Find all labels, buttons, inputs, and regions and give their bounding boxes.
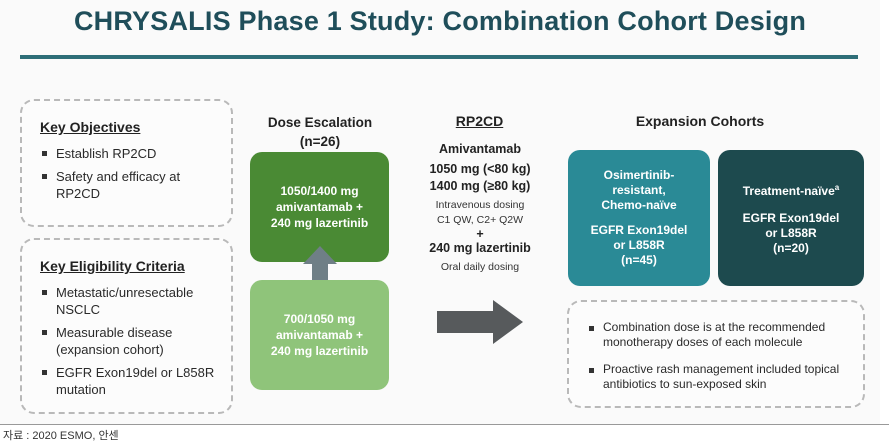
list-item: Metastatic/unresectable NSCLC (40, 284, 221, 318)
rp2cd-drug2: 240 mg lazertinib (429, 241, 531, 255)
plus-sign: + (476, 227, 484, 241)
rp2cd-dose2: 1400 mg (≥80 kg) (429, 179, 531, 193)
cohort-line: Osimertinib- (603, 168, 675, 182)
dose-line: 240 mg lazertinib (270, 216, 369, 230)
dose-escalation-title: Dose Escalation (267, 115, 373, 130)
cohort-line: EGFR Exon19del (742, 211, 840, 225)
dose-line: 1050/1400 mg (280, 184, 359, 198)
source-note: 자료 : 2020 ESMO, 안센 (3, 430, 119, 442)
rp2cd-schedule1: C1 QW, C2+ Q2W (436, 214, 524, 226)
expansion-heading: Expansion Cohorts (635, 113, 765, 129)
objectives-list: Establish RP2CD Safety and efficacy at R… (40, 145, 221, 202)
escalation-up-arrow-icon (303, 246, 337, 280)
objectives-box: Key Objectives Establish RP2CD Safety an… (20, 99, 233, 227)
eligibility-box: Key Eligibility Criteria Metastatic/unre… (20, 238, 233, 414)
list-item: Combination dose is at the recommended m… (587, 320, 853, 350)
rp2cd-route1: Intravenous dosing (435, 199, 525, 211)
rp2cd-route2: Oral daily dosing (440, 261, 520, 273)
list-item: Proactive rash management included topic… (587, 362, 853, 392)
cohort-line: (n=45) (621, 253, 657, 267)
upper-dose-block: 1050/1400 mg amivantamab + 240 mg lazert… (250, 152, 389, 262)
title-rule (20, 55, 858, 59)
list-item: Safety and efficacy at RP2CD (40, 168, 221, 202)
list-item: Establish RP2CD (40, 145, 221, 162)
rp2cd-drug1: Amivantamab (439, 142, 521, 156)
slide: CHRYSALIS Phase 1 Study: Combination Coh… (20, 6, 865, 414)
cohort2-block: Treatment-naïvea EGFR Exon19del or L858R… (718, 150, 864, 286)
cohort-line: resistant, (612, 183, 666, 197)
notes-box: Combination dose is at the recommended m… (567, 300, 865, 408)
dose-line: 240 mg lazertinib (270, 344, 369, 358)
dose-line: amivantamab + (275, 328, 364, 342)
list-item: EGFR Exon19del or L858R mutation (40, 364, 221, 398)
cohort2-title: Treatment-naïve (742, 184, 835, 198)
eligibility-heading: Key Eligibility Criteria (40, 258, 185, 274)
right-arrow-icon (437, 300, 523, 344)
cohort-line: EGFR Exon19del (590, 223, 688, 237)
cohort2-title-line: Treatment-naïvea (743, 180, 840, 199)
dose-escalation-n: (n=26) (299, 134, 341, 149)
eligibility-list: Metastatic/unresectable NSCLC Measurable… (40, 284, 221, 398)
bottom-rule (0, 424, 889, 425)
cohort2-footnote-mark: a (834, 183, 840, 192)
cohort-line: or L858R (765, 226, 817, 240)
cohort-line: (n=20) (773, 241, 809, 255)
dose-line: amivantamab + (275, 200, 364, 214)
cohort1-block: Osimertinib- resistant, Chemo-naïve EGFR… (568, 150, 710, 286)
rp2cd-dose1: 1050 mg (<80 kg) (429, 162, 531, 176)
list-item: Measurable disease (expansion cohort) (40, 324, 221, 358)
dose-escalation-heading: Dose Escalation (n=26) (250, 113, 390, 151)
cohort-line: Chemo-naïve (601, 198, 677, 212)
notes-list: Combination dose is at the recommended m… (587, 320, 853, 392)
objectives-heading: Key Objectives (40, 119, 141, 135)
rp2cd-detail: Amivantamab 1050 mg (<80 kg) 1400 mg (≥8… (405, 141, 555, 275)
page-title: CHRYSALIS Phase 1 Study: Combination Coh… (73, 6, 807, 36)
lower-dose-block: 700/1050 mg amivantamab + 240 mg lazerti… (250, 280, 389, 390)
dose-line: 700/1050 mg (283, 312, 356, 326)
cohort-line: or L858R (613, 238, 665, 252)
rp2cd-heading: RP2CD (455, 113, 504, 129)
